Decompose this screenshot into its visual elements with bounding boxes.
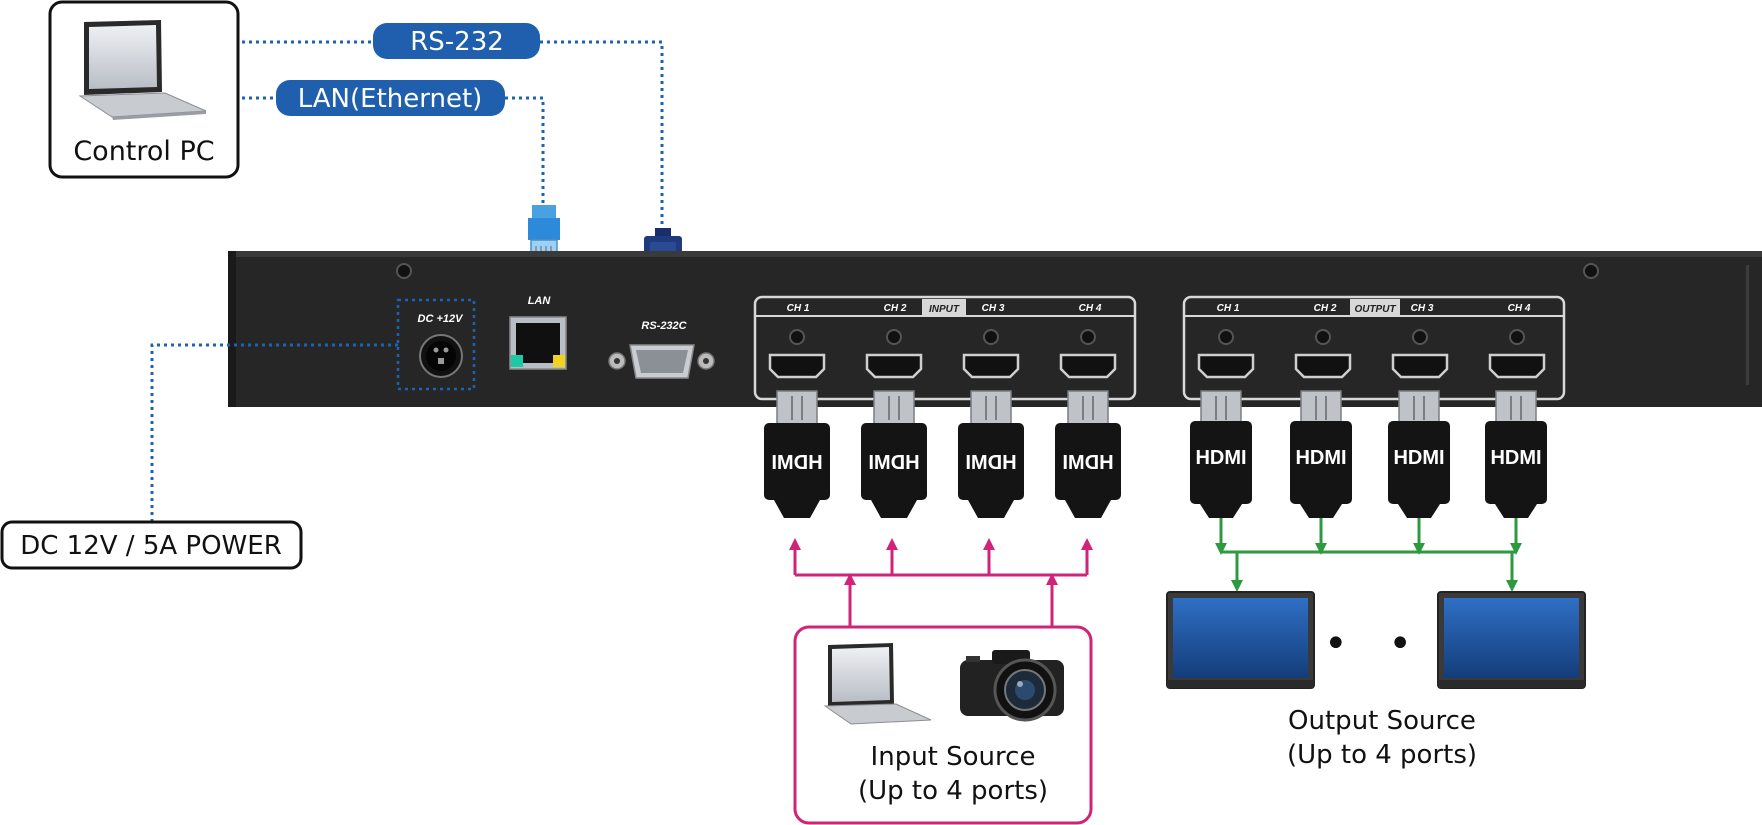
rs232c-port-icon <box>608 344 715 379</box>
hdmi-logo: HDMI <box>1490 447 1541 469</box>
output-source-title: Output Source <box>1288 706 1476 736</box>
monitor-icon <box>1437 591 1586 689</box>
input-source-box: Input Source (Up to 4 ports) <box>793 625 1093 825</box>
hdmi-logo: HDMI <box>1295 447 1346 469</box>
power-label: DC 12V / 5A POWER <box>20 531 282 561</box>
dc-port-label: DC +12V <box>418 313 465 325</box>
lan-link-label: LAN(Ethernet) <box>298 84 483 114</box>
lan-port-label: LAN <box>528 295 552 307</box>
output-arrowheads <box>1215 543 1522 592</box>
input-hdmi-ports <box>768 329 1117 379</box>
input-hdmi-plug: HDMI <box>764 390 830 518</box>
output-group-label: OUTPUT <box>1354 304 1396 315</box>
hdmi-logo: HDMI <box>868 452 919 474</box>
output-wiring <box>1219 518 1518 586</box>
input-hdmi-plug: HDMI <box>861 390 927 518</box>
camera-icon <box>960 650 1064 722</box>
input-source-subtitle: (Up to 4 ports) <box>858 776 1048 806</box>
monitor-icon <box>1166 591 1315 689</box>
input-channel-label: CH 4 <box>1079 303 1102 314</box>
screw-icon <box>396 263 412 279</box>
input-hdmi-plug: HDMI <box>958 390 1024 518</box>
laptop-icon <box>823 643 932 725</box>
device-rear-panel: DC +12V LAN RS-232C <box>228 251 1762 407</box>
output-channel-label: CH 2 <box>1314 303 1337 314</box>
output-hdmi-plug: HDMI <box>1485 390 1547 518</box>
control-pc-label: Control PC <box>73 136 214 167</box>
input-source-title: Input Source <box>871 742 1036 772</box>
output-port-frame <box>1182 295 1566 401</box>
lan-badge: LAN(Ethernet) <box>276 80 505 116</box>
input-channel-label: CH 2 <box>884 303 907 314</box>
input-wiring <box>793 545 1089 628</box>
dc-port-highlight <box>396 298 476 391</box>
rs232-link-line <box>242 40 664 230</box>
input-port-frame <box>753 295 1137 401</box>
lan-port-icon <box>509 316 567 370</box>
screw-icon <box>1583 263 1599 279</box>
hdmi-logo: HDMI <box>1062 452 1113 474</box>
output-channel-label: CH 3 <box>1411 303 1434 314</box>
lan-link-line <box>242 96 545 205</box>
hdmi-logo: HDMI <box>965 452 1016 474</box>
power-link-line <box>150 343 398 522</box>
input-channel-label: CH 3 <box>982 303 1005 314</box>
dc-power-jack-icon <box>419 334 463 378</box>
output-source-subtitle: (Up to 4 ports) <box>1287 740 1477 770</box>
input-channel-label: CH 1 <box>787 303 810 314</box>
hdmi-logo: HDMI <box>1393 447 1444 469</box>
rs232-link-label: RS-232 <box>410 27 504 57</box>
laptop-icon <box>78 20 207 120</box>
input-arrowheads <box>789 538 1093 585</box>
control-pc-box: Control PC <box>48 0 240 179</box>
output-hdmi-plug: HDMI <box>1290 390 1352 518</box>
rs232c-port-label: RS-232C <box>641 320 687 332</box>
hdmi-logo: HDMI <box>771 452 822 474</box>
output-ellipsis: • • <box>1324 621 1426 667</box>
output-channel-label: CH 1 <box>1217 303 1240 314</box>
output-hdmi-ports <box>1197 329 1546 379</box>
output-hdmi-plug: HDMI <box>1190 390 1252 518</box>
output-channel-label: CH 4 <box>1508 303 1531 314</box>
hdmi-logo: HDMI <box>1195 447 1246 469</box>
input-group-label: INPUT <box>929 304 960 315</box>
power-box: DC 12V / 5A POWER <box>0 520 303 570</box>
input-hdmi-plug: HDMI <box>1055 390 1121 518</box>
rs232-badge: RS-232 <box>373 23 540 59</box>
output-hdmi-plug: HDMI <box>1388 390 1450 518</box>
